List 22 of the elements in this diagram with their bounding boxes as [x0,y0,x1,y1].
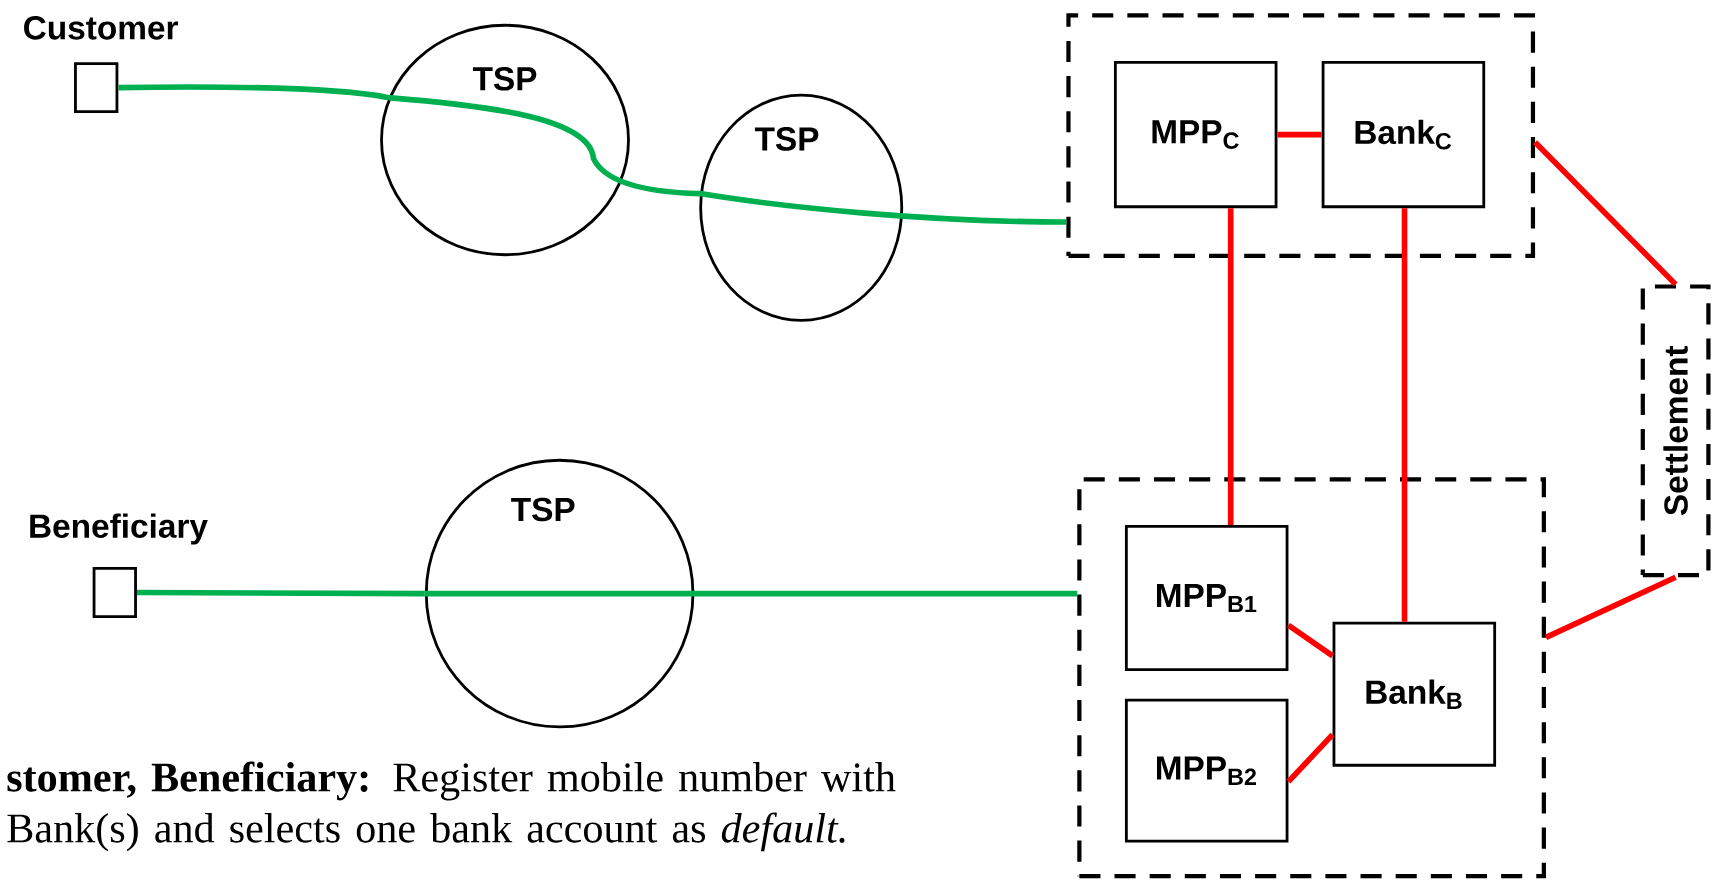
connector-line [424,590,1078,597]
connector-line [1544,574,1677,640]
dashed-group-box [1066,13,1536,259]
process-box: MPP$_{B1}$ [1124,525,1289,671]
process-box: MPP$_{B2}$ [1124,698,1289,843]
connector-line [699,190,1067,225]
node-label: Beneficiary [30,513,208,545]
connector-line [1277,131,1322,138]
process-box: Bank$_{B}$ [1332,621,1497,767]
process-box: MPP$_{C}$ [1113,61,1278,209]
dashed-group-box [1077,477,1546,879]
connector-line [388,94,701,197]
process-box: Bank$_{C}$ [1321,61,1486,209]
connector-line [136,589,425,597]
node-label: Customer [24,16,179,40]
settlement-box: Settlement [1640,284,1711,578]
connector-line [118,84,390,101]
connector-line [1533,140,1678,287]
connector-line [1286,732,1335,784]
connector-line [1401,208,1408,622]
connector-line [1227,208,1234,525]
connector-line [1286,623,1335,659]
